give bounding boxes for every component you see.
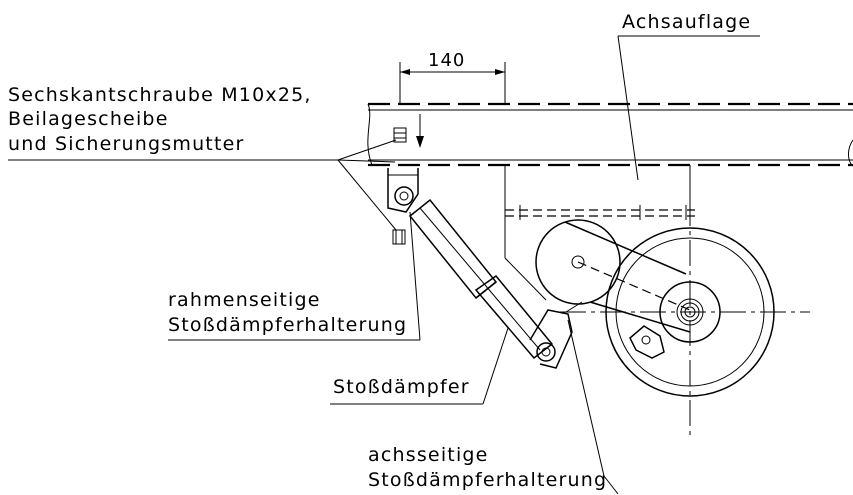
centre-lines <box>560 200 810 438</box>
shock-absorber <box>408 198 556 362</box>
label-frame-bracket: rahmenseitige Stoßdämpferhalterung <box>168 211 421 341</box>
frame-shock-bracket <box>387 168 419 213</box>
upper-bolt <box>393 127 407 143</box>
bolt-text-line1: Sechskantschraube M10x25, <box>8 84 312 106</box>
axle-bracket-text-line1: achsseitige <box>368 444 489 466</box>
dimension-140: 140 <box>399 50 506 104</box>
swing-arm <box>535 219 691 333</box>
frame-rail <box>367 102 853 167</box>
label-shock-absorber: Stoßdämpfer <box>330 327 509 405</box>
bolt-text-line2: Beilagescheibe <box>8 108 169 130</box>
label-bolt: Sechskantschraube M10x25, Beilagescheibe… <box>8 84 397 231</box>
lower-bolt <box>392 229 406 245</box>
label-axle-bracket: achsseitige Stoßdämpferhalterung <box>368 319 619 495</box>
label-axle-support: Achsauflage <box>617 11 760 181</box>
bolt-text-line3: und Sicherungsmutter <box>8 133 245 155</box>
axle-support <box>504 165 695 301</box>
axle-support-text: Achsauflage <box>622 11 751 33</box>
frame-bracket-text-line2: Stoßdämpferhalterung <box>168 314 407 336</box>
frame-bracket-text-line1: rahmenseitige <box>168 289 321 311</box>
bolt-arrow <box>416 114 424 148</box>
shock-absorber-text: Stoßdämpfer <box>333 376 470 398</box>
axle-bracket-text-line2: Stoßdämpferhalterung <box>368 469 607 491</box>
dimension-140-text: 140 <box>428 50 465 71</box>
